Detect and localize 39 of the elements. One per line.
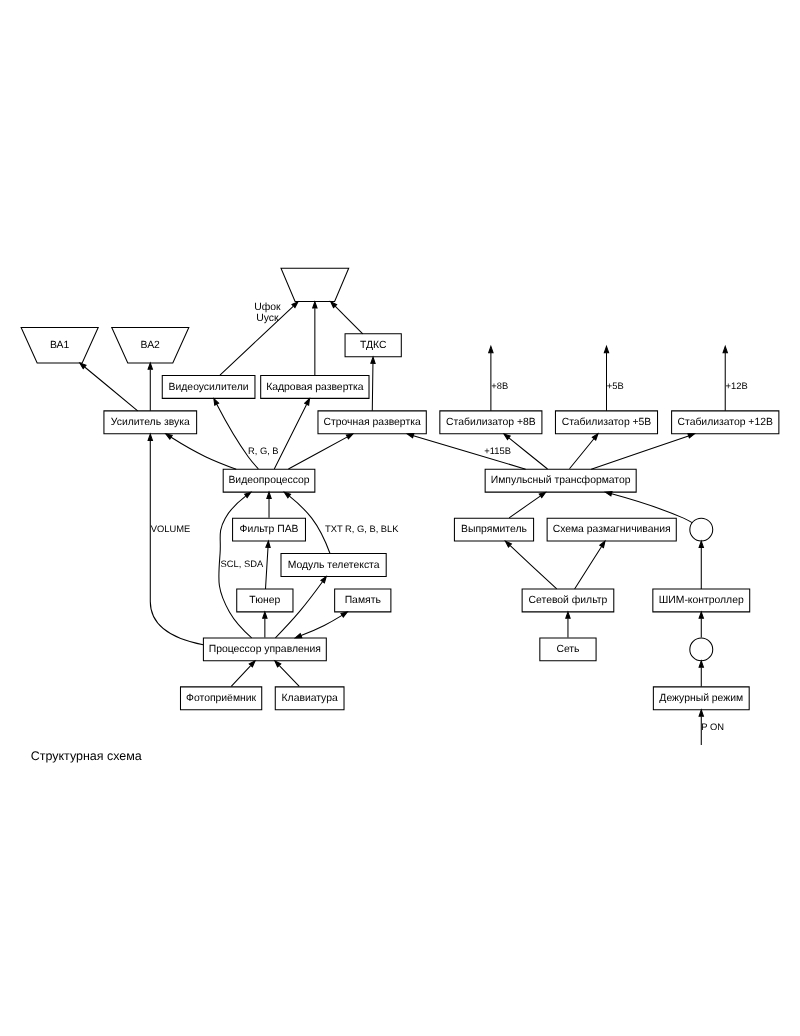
arrow	[219, 300, 300, 376]
arrow	[261, 610, 268, 638]
arrow	[590, 433, 697, 470]
arrow	[218, 491, 253, 639]
arrow	[603, 491, 693, 524]
arrow	[487, 344, 494, 412]
arrow	[266, 490, 272, 519]
arrow	[273, 397, 311, 470]
arrow	[78, 361, 139, 412]
arrow	[569, 432, 599, 470]
arrow	[311, 300, 318, 376]
arrow	[283, 491, 331, 554]
arrow	[698, 708, 705, 746]
arrow	[698, 539, 705, 590]
arrow	[147, 361, 154, 412]
arrow	[264, 539, 271, 590]
arrow	[603, 344, 610, 412]
arrow	[213, 397, 259, 470]
node-circle	[689, 517, 714, 542]
arrow	[274, 575, 328, 639]
arrow	[273, 659, 300, 687]
arrow	[508, 491, 547, 519]
arrow	[405, 433, 527, 470]
arrow	[722, 344, 729, 412]
arrow	[230, 659, 257, 687]
arrow	[574, 539, 606, 590]
arrow	[502, 432, 549, 470]
node-circle	[689, 637, 714, 662]
arrow	[287, 433, 355, 470]
arrow	[164, 433, 237, 470]
arrow	[698, 610, 705, 638]
arrow	[698, 659, 705, 687]
arrow	[329, 300, 364, 335]
arrow	[565, 610, 571, 638]
node-picture	[280, 267, 350, 302]
arrow	[147, 432, 204, 646]
arrow	[293, 611, 349, 639]
arrow	[370, 355, 376, 412]
arrow	[504, 540, 558, 590]
